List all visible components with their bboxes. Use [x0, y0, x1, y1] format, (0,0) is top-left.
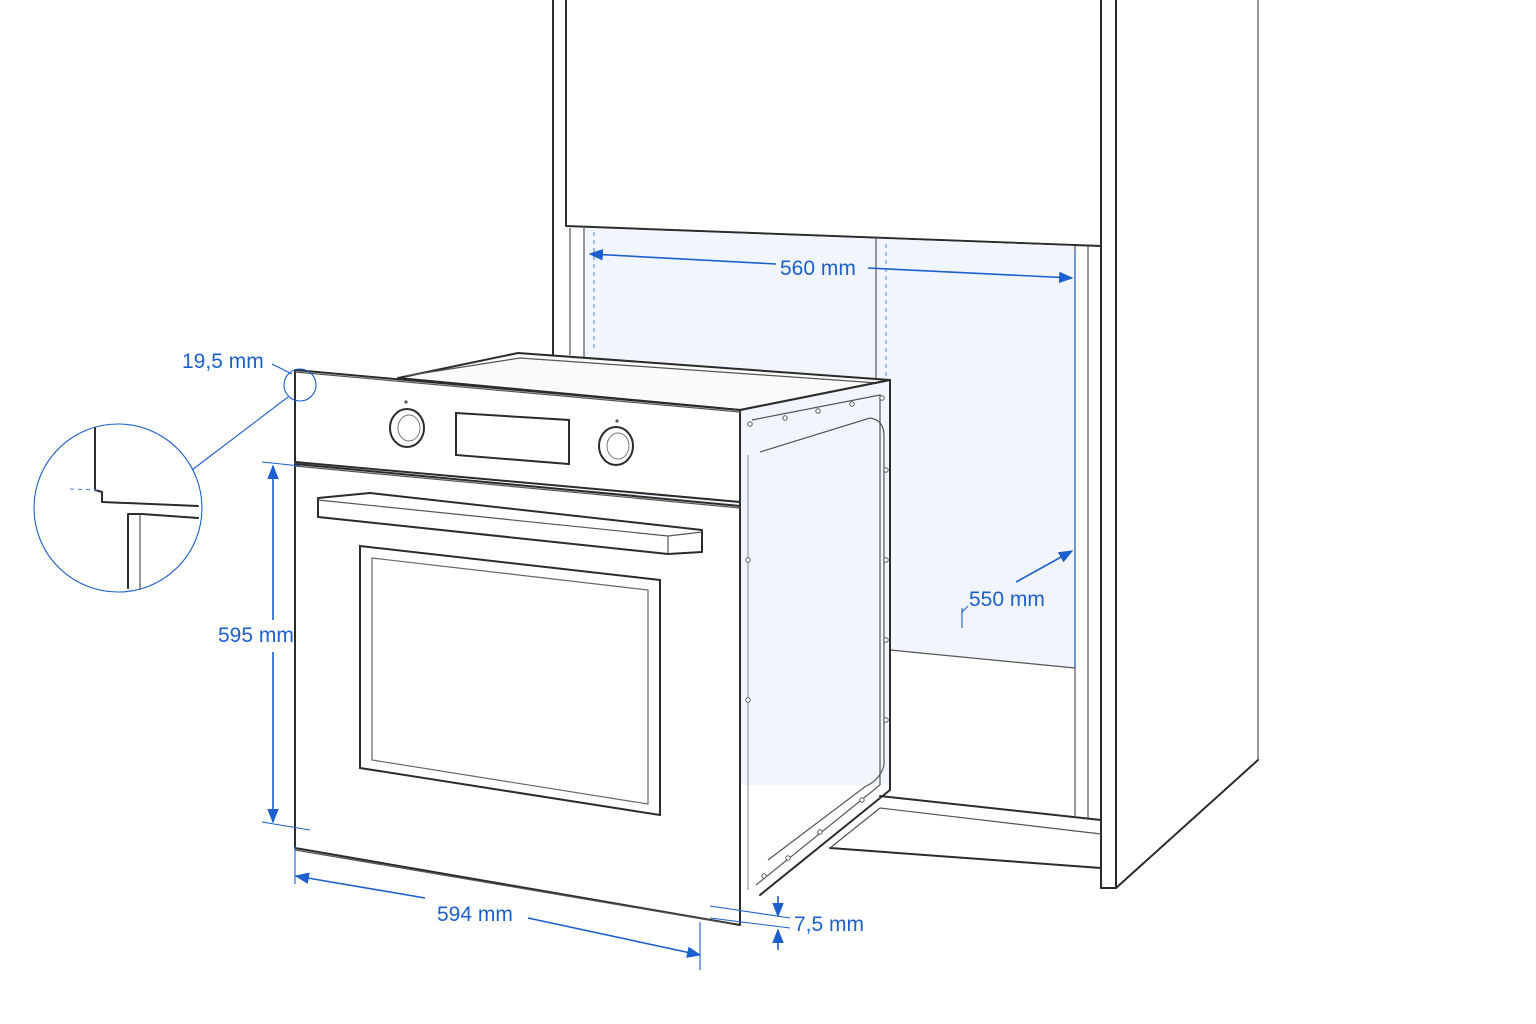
door-handle: [317, 492, 703, 555]
niche-width-label: 560 mm: [780, 257, 856, 280]
bottom-gap-dimension: 7,5 mm: [709, 896, 864, 950]
bottom-gap-label: 7,5 mm: [794, 913, 864, 936]
oven-front: [294, 369, 741, 926]
right-control-knob: [598, 419, 634, 466]
niche-depth-dimension: 550 mm: [961, 250, 1076, 668]
control-display: [455, 411, 570, 466]
niche-width-dimension: 560 mm: [588, 232, 1074, 378]
left-control-knob: [389, 400, 425, 448]
oven-height-label: 595 mm: [218, 624, 294, 647]
oven-width-dimension: 594 mm: [294, 846, 702, 970]
frame-screws: [745, 395, 889, 879]
detail-magnifier-circle: [33, 423, 203, 593]
oven-window: [359, 544, 661, 817]
niche-depth-label: 550 mm: [969, 588, 1045, 611]
panel-overhang-label: 19,5 mm: [182, 350, 264, 373]
oven-width-label: 594 mm: [437, 903, 513, 926]
oven-height-dimension: 595 mm: [218, 461, 311, 831]
panel-overhang-detail: 19,5 mm: [33, 350, 317, 593]
